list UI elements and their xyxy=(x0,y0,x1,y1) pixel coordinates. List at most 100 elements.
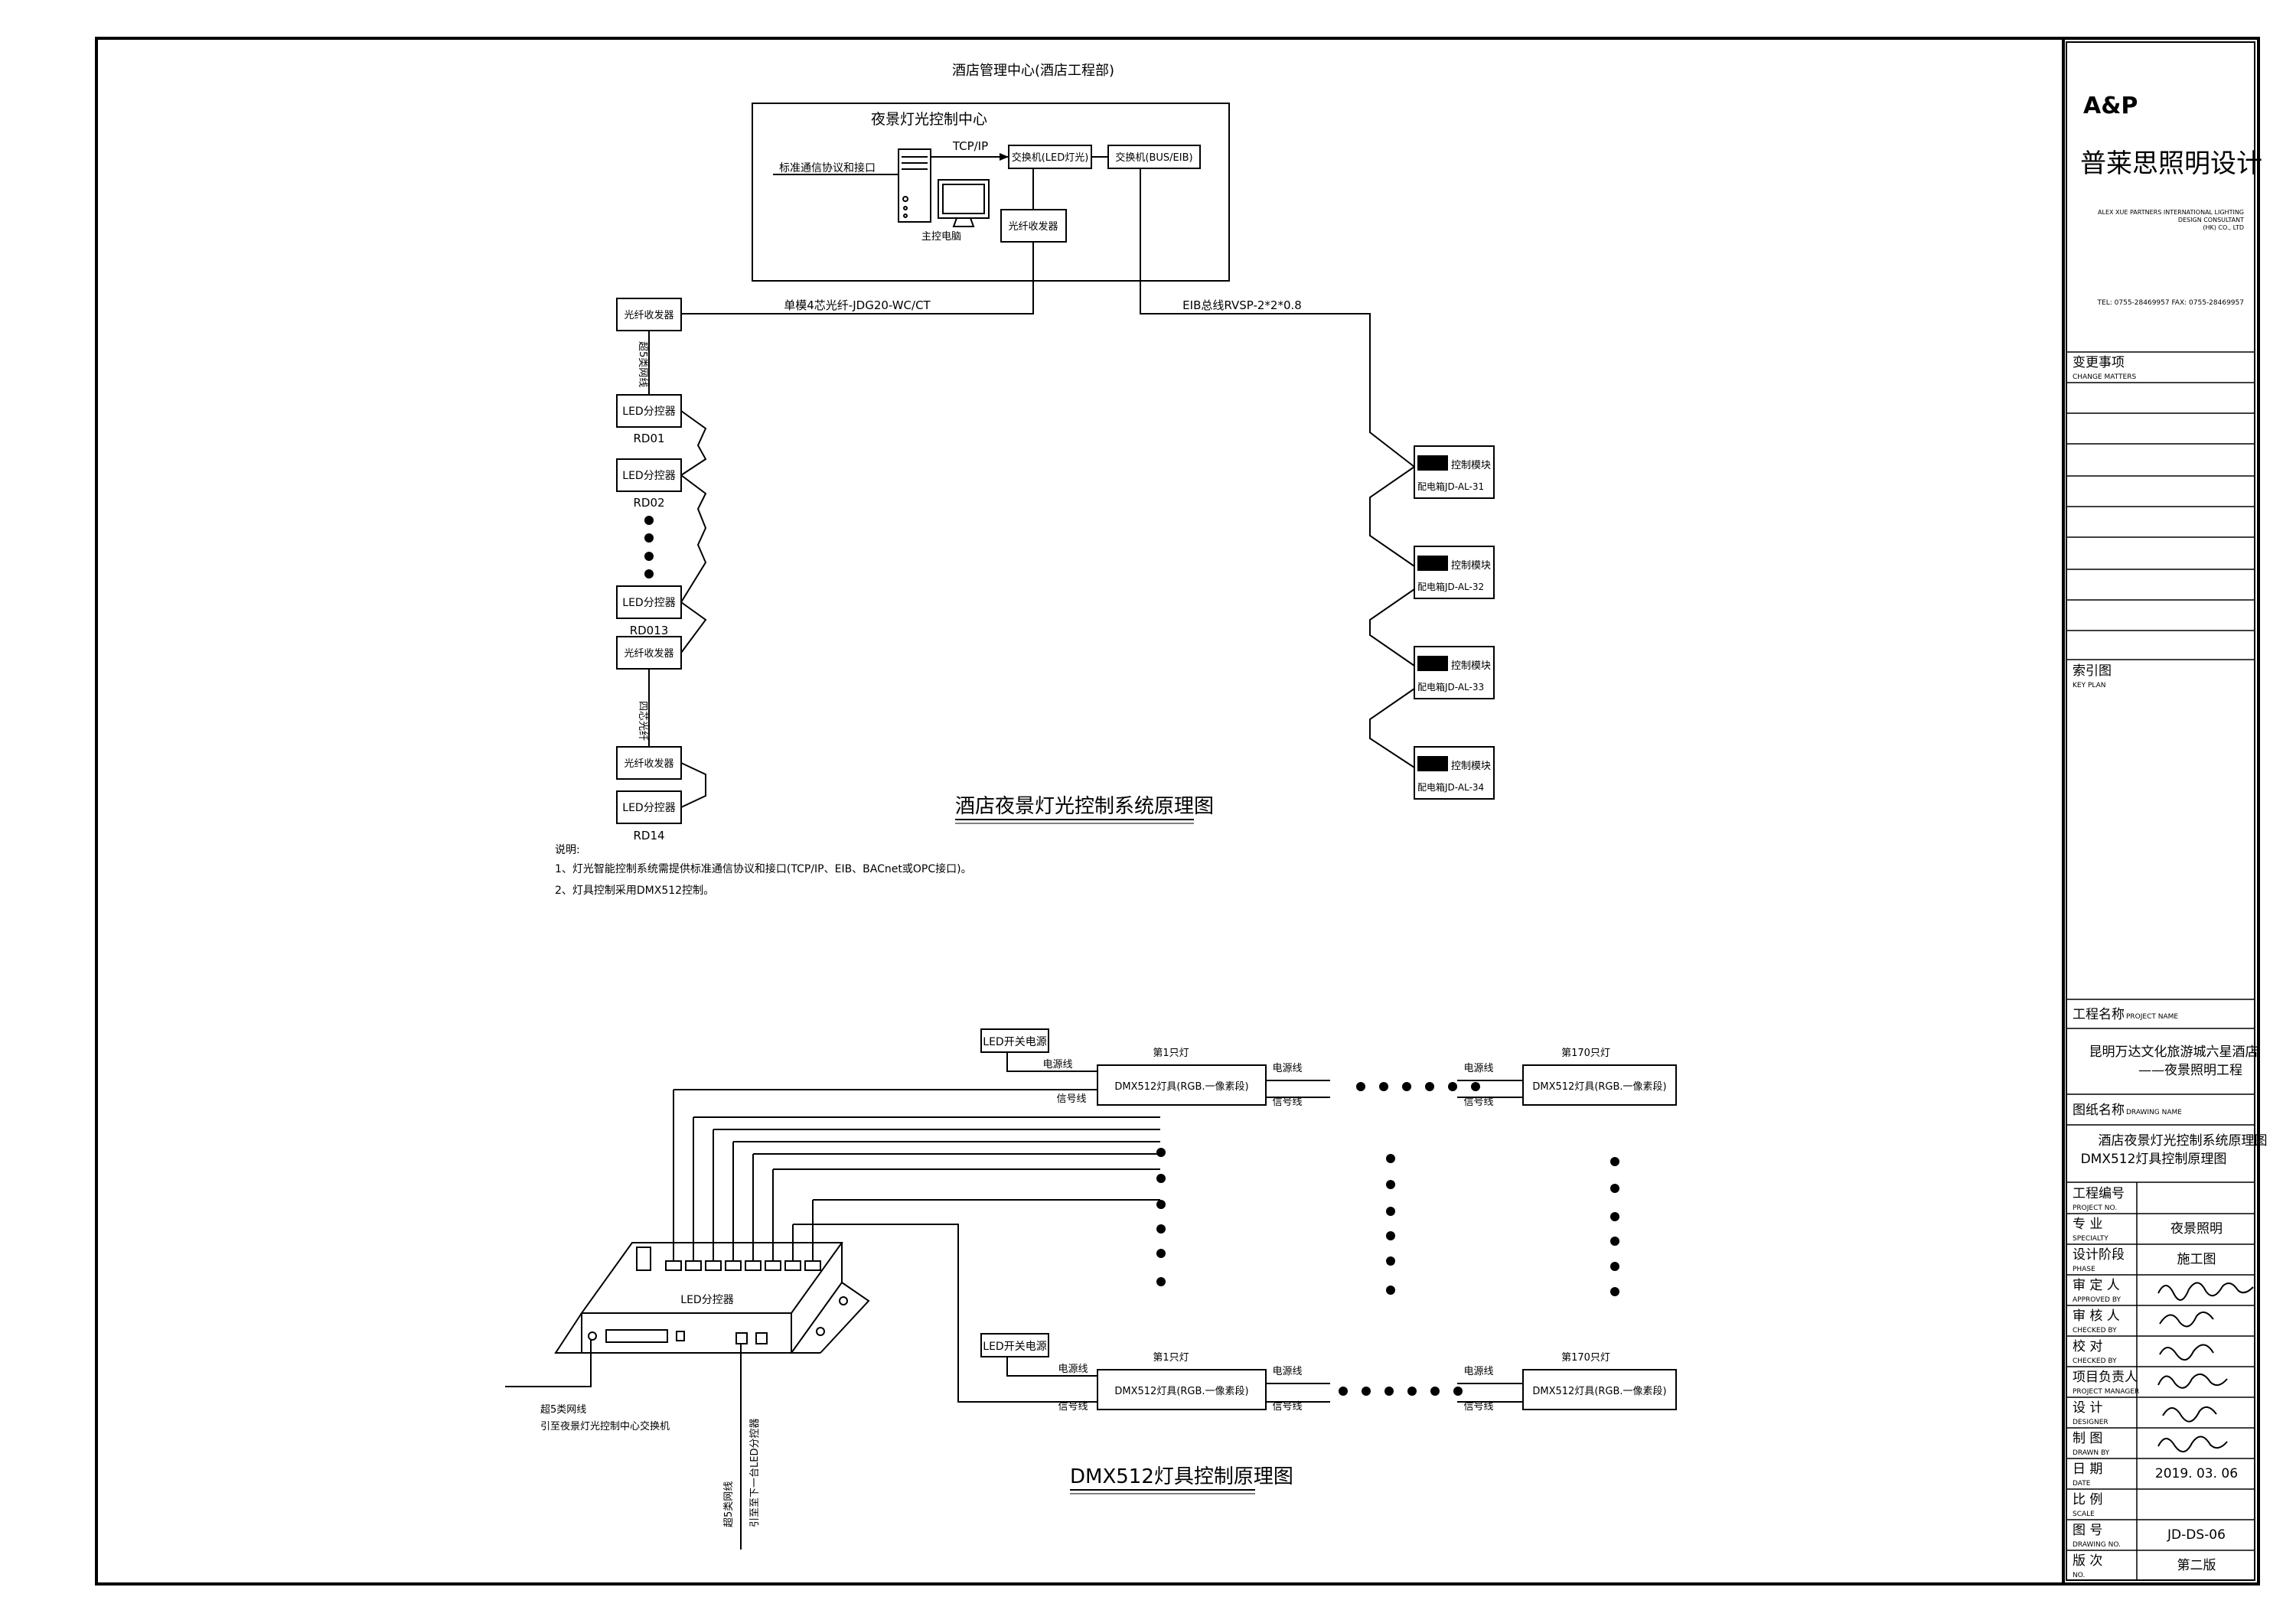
control-module-1: 控制模块 配电箱JD-AL-31 xyxy=(1414,445,1495,499)
drawing-name-2: DMX512灯具控制原理图 xyxy=(2081,1152,2227,1167)
tb-row-label-en: DRAWN BY xyxy=(2073,1449,2110,1457)
notes-title: 说明: xyxy=(555,844,580,856)
signal-line-bottom-mid-label: 信号线 xyxy=(1272,1401,1302,1413)
daisy-chain-links-left xyxy=(680,410,707,808)
cat5-vertical-1: 超5类网线 xyxy=(723,1481,735,1527)
tb-row-label-en: PROJECT MANAGER xyxy=(2073,1388,2139,1396)
control-module-1-label: 控制模块 xyxy=(1451,460,1491,471)
led-splitter-rd013-label: LED分控器 xyxy=(622,597,675,609)
tcpip-label: TCP/IP xyxy=(952,139,988,153)
title-block xyxy=(2066,41,2255,1581)
led-power-supply-top xyxy=(980,1028,1049,1053)
signal-fanout-lines xyxy=(673,1090,1160,1261)
tb-row-value: 第二版 xyxy=(2177,1558,2216,1573)
cat5-cable-to-switch xyxy=(505,1339,592,1387)
fiber-transceiver-top-label: 光纤收发器 xyxy=(624,309,673,321)
tb-row-value: JD-DS-06 xyxy=(2167,1527,2226,1543)
led-splitter-rd01-label: LED分控器 xyxy=(622,406,675,418)
first-lamp-bottom-label: 第1只灯 xyxy=(1153,1352,1189,1364)
drawing-name-1: 酒店夜景灯光控制系统原理图 xyxy=(2099,1133,2268,1149)
fiber-transceiver-bottom-label: 光纤收发器 xyxy=(624,758,673,770)
tcpip-arrowhead xyxy=(1000,153,1009,161)
eib-bus xyxy=(1140,168,1415,468)
power-line-top xyxy=(1006,1052,1097,1072)
fiber-cable-label: 单模4芯光纤-JDG20-WC/CT xyxy=(784,298,931,312)
switch-bus-label: 交换机(BUS/EIB) xyxy=(1115,152,1192,164)
tb-row-label-en: PROJECT NO. xyxy=(2073,1204,2117,1212)
change-matters-label: 变更事项 xyxy=(2073,355,2125,370)
management-center-header: 酒店管理中心(酒店工程部) xyxy=(952,63,1114,79)
drawing-name-label: 图纸名称 xyxy=(2073,1103,2125,1118)
dmx-fixture-bottom-last-label: DMX512灯具(RGB.一像素段) xyxy=(1532,1386,1666,1397)
fiber4-label: 四芯光纤 xyxy=(637,701,648,741)
control-module-2-label: 控制模块 xyxy=(1451,560,1491,572)
switch-bus-box xyxy=(1107,145,1201,169)
tb-row-label-en: PHASE xyxy=(2073,1266,2095,1273)
tb-row-label: 制 图 xyxy=(2073,1431,2102,1446)
tel-fax: TEL: 0755-28469957 FAX: 0755-28469957 xyxy=(2097,299,2244,307)
rd14-label: RD14 xyxy=(633,829,664,842)
tb-row-label-en: DATE xyxy=(2073,1480,2091,1488)
tb-row-label-en: SPECIALTY xyxy=(2073,1235,2108,1243)
tb-row-label: 审 核 人 xyxy=(2073,1309,2120,1324)
dmx-fixture-top-first-label: DMX512灯具(RGB.一像素段) xyxy=(1114,1081,1248,1093)
dmx-fixture-bottom-first-label: DMX512灯具(RGB.一像素段) xyxy=(1114,1386,1248,1397)
tb-row-label: 工程编号 xyxy=(2073,1186,2125,1201)
distribution-box-4: 配电箱JD-AL-34 xyxy=(1417,781,1484,793)
signal-line-top-mid-label: 信号线 xyxy=(1272,1097,1302,1108)
tb-row-label-en: SCALE xyxy=(2073,1511,2095,1518)
power-line-top-label: 电源线 xyxy=(1042,1059,1072,1071)
control-module-4-label: 控制模块 xyxy=(1451,761,1491,772)
tb-row-label: 校 对 xyxy=(2073,1339,2102,1354)
note-2: 2、灯具控制采用DMX512控制。 xyxy=(555,885,714,897)
fiber-cable xyxy=(681,242,1034,314)
tb-row-label: 版 次 xyxy=(2073,1553,2102,1569)
control-module-3-label: 控制模块 xyxy=(1451,660,1491,672)
dmx-fixture-top-last-label: DMX512灯具(RGB.一像素段) xyxy=(1532,1081,1666,1093)
key-plan-label: 索引图 xyxy=(2073,663,2112,679)
dmx-fixture-top-first xyxy=(1097,1064,1267,1106)
tb-row-label-en: DESIGNER xyxy=(2073,1419,2108,1426)
control-module-2: 控制模块 配电箱JD-AL-32 xyxy=(1414,546,1495,599)
tb-row-label: 图 号 xyxy=(2073,1523,2102,1538)
power-line-bottom-mid-label: 电源线 xyxy=(1272,1366,1302,1377)
signal-line-bottom-in xyxy=(793,1224,1097,1403)
distribution-box-2: 配电箱JD-AL-32 xyxy=(1417,581,1484,592)
project-name-label-en: PROJECT NAME xyxy=(2126,1013,2178,1021)
rd02-label: RD02 xyxy=(633,496,664,510)
monitor-icon xyxy=(938,179,990,227)
fiber-transceiver-mid-label: 光纤收发器 xyxy=(624,647,673,660)
tb-row-label: 设计阶段 xyxy=(2073,1247,2125,1263)
led-power-supply-bottom-label: LED开关电源 xyxy=(983,1341,1046,1353)
control-module-3: 控制模块 配电箱JD-AL-33 xyxy=(1414,646,1495,699)
project-name-1: 昆明万达文化旅游城六星酒店 xyxy=(2089,1045,2258,1060)
tb-row-label: 项目负责人 xyxy=(2073,1370,2138,1385)
last-lamp-top-label: 第170只灯 xyxy=(1561,1048,1610,1059)
rd01-label: RD01 xyxy=(633,432,664,445)
tb-row-label: 审 定 人 xyxy=(2073,1278,2120,1293)
continuation-dots-bottom-row xyxy=(1339,1387,1463,1396)
last-lamp-bottom-label: 第170只灯 xyxy=(1561,1352,1610,1364)
led-splitter-rd14-label: LED分控器 xyxy=(622,802,675,814)
tb-row-value: 夜景照明 xyxy=(2170,1221,2223,1237)
company-en-2: DESIGN CONSULTANT xyxy=(2178,217,2244,223)
tb-row-value: 2019. 03. 06 xyxy=(2155,1466,2238,1481)
project-name-label: 工程名称 xyxy=(2073,1007,2125,1022)
tb-row-label-en: DRAWING NO. xyxy=(2073,1541,2121,1549)
note-1: 1、灯光智能控制系统需提供标准通信协议和接口(TCP/IP、EIB、BACnet… xyxy=(555,862,972,875)
power-line-bottom-label: 电源线 xyxy=(1058,1364,1088,1375)
cat5-note-2: 引至夜景灯光控制中心交换机 xyxy=(540,1420,670,1432)
led-splitter-rd02-label: LED分控器 xyxy=(622,470,675,482)
signal-line-bottom-label: 信号线 xyxy=(1058,1401,1088,1413)
continuation-dots-left xyxy=(644,516,654,578)
led-power-supply-top-label: LED开关电源 xyxy=(983,1036,1046,1048)
first-lamp-top-label: 第1只灯 xyxy=(1153,1048,1189,1059)
control-module-4: 控制模块 配电箱JD-AL-34 xyxy=(1414,746,1495,800)
protocol-label: 标准通信协议和接口 xyxy=(779,161,876,174)
tb-row-label-en: CHECKED BY xyxy=(2073,1357,2117,1365)
drawing-name-label-en: DRAWING NAME xyxy=(2126,1109,2182,1116)
tb-row-label: 日 期 xyxy=(2073,1462,2102,1477)
bottom-diagram-title: DMX512灯具控制原理图 xyxy=(1070,1465,1293,1488)
key-plan-en: KEY PLAN xyxy=(2073,682,2105,689)
